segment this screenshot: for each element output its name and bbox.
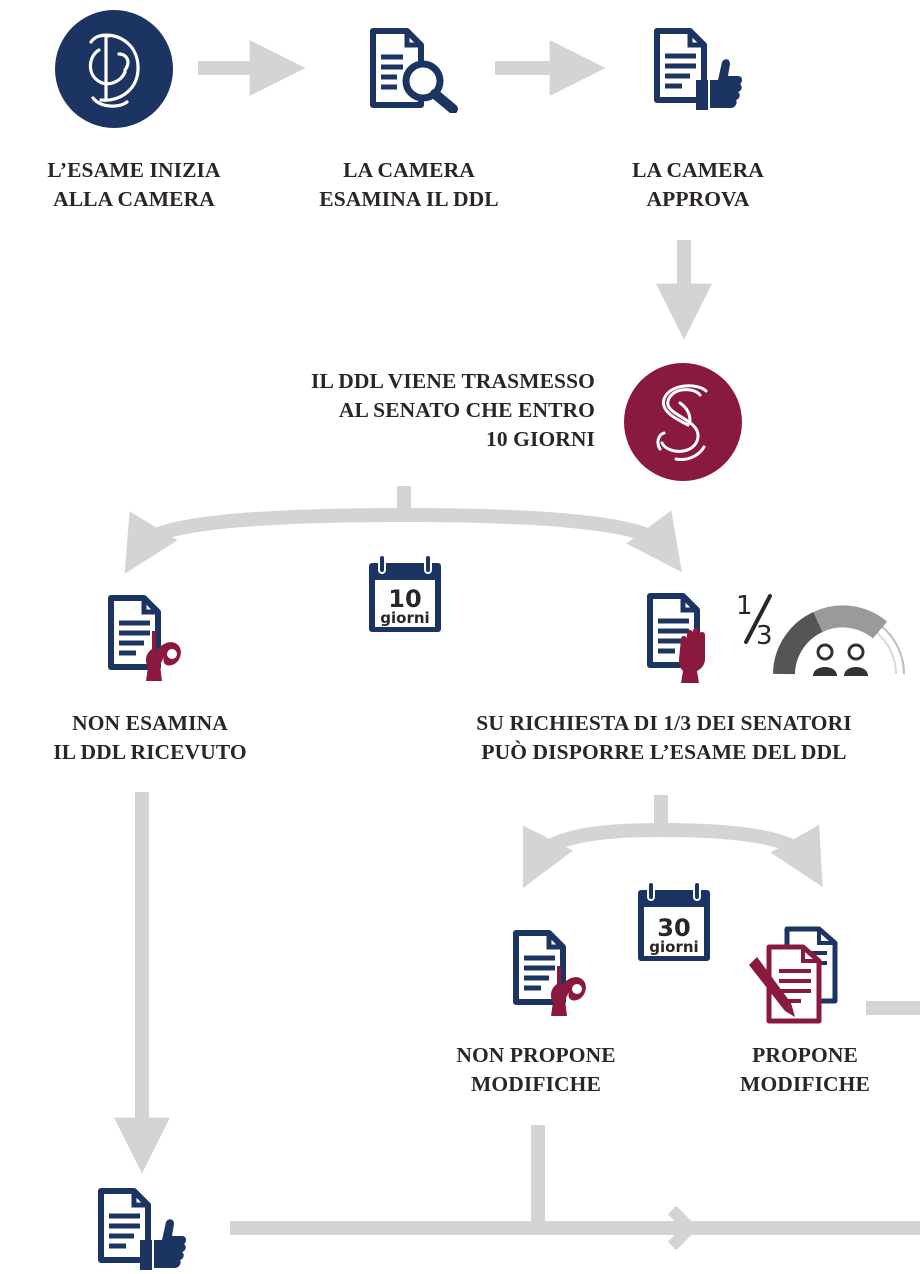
arrow-bottom-chevron bbox=[667, 1205, 696, 1251]
label-line: ALLA CAMERA bbox=[53, 187, 215, 211]
label-line: SU RICHIESTA DI 1/3 DEI SENATORI bbox=[476, 711, 852, 735]
senators-gauge-icon bbox=[773, 605, 905, 676]
label-no-changes: NON PROPONE MODIFICHE bbox=[456, 1041, 615, 1099]
label-line: ESAMINA IL DDL bbox=[319, 187, 499, 211]
label-line: L’ESAME INIZIA bbox=[47, 158, 221, 182]
fraction-numerator: 1 bbox=[736, 591, 753, 621]
document-edit-icon bbox=[749, 926, 838, 1024]
fraction-denominator: 3 bbox=[756, 621, 773, 651]
label-line: IL DDL RICEVUTO bbox=[53, 740, 247, 764]
label-start: L’ESAME INIZIA ALLA CAMERA bbox=[47, 156, 220, 214]
label-line: MODIFICHE bbox=[740, 1072, 870, 1096]
label-examines: LA CAMERA ESAMINA IL DDL bbox=[319, 156, 498, 214]
document-ok-hand-icon bbox=[513, 930, 586, 1016]
document-stop-hand-icon bbox=[647, 593, 705, 683]
arrow-branch-left-2 bbox=[522, 823, 662, 889]
label-line: MODIFICHE bbox=[471, 1072, 601, 1096]
label-not-examine: NON ESAMINA IL DDL RICEVUTO bbox=[53, 709, 246, 767]
fraction-one-third: 1 3 bbox=[736, 591, 773, 651]
arrow-branch-left-1 bbox=[124, 508, 405, 574]
label-line: 10 GIORNI bbox=[485, 427, 595, 451]
calendar-unit: giorni bbox=[380, 609, 429, 627]
calendar-unit: giorni bbox=[649, 938, 698, 956]
label-line: NON ESAMINA bbox=[72, 711, 228, 735]
label-line: PUÒ DISPORRE L’ESAME DEL DDL bbox=[481, 740, 847, 764]
label-line: AL SENATO CHE ENTRO bbox=[338, 398, 595, 422]
label-line: IL DDL VIENE TRASMESSO bbox=[311, 369, 595, 393]
label-line: PROPONE bbox=[752, 1043, 858, 1067]
senato-logo-icon bbox=[624, 363, 742, 481]
label-changes: PROPONE MODIFICHE bbox=[740, 1041, 870, 1099]
label-line: LA CAMERA bbox=[632, 158, 764, 182]
document-thumbs-up-icon bbox=[654, 28, 743, 110]
label-line: LA CAMERA bbox=[343, 158, 475, 182]
document-thumbs-up-icon bbox=[98, 1188, 187, 1270]
label-request: SU RICHIESTA DI 1/3 DEI SENATORI PUÒ DIS… bbox=[476, 709, 851, 767]
document-search-icon bbox=[370, 28, 458, 113]
label-line: APPROVA bbox=[646, 187, 750, 211]
arrow-branch-right-2 bbox=[660, 823, 823, 888]
camera-logo-icon bbox=[55, 10, 173, 128]
arrow-branch-right-1 bbox=[403, 508, 682, 573]
label-approves: LA CAMERA APPROVA bbox=[632, 156, 764, 214]
document-ok-hand-icon bbox=[108, 595, 181, 681]
calendar-icon-10: 10 giorni bbox=[369, 554, 441, 632]
calendar-number: 30 bbox=[657, 914, 690, 942]
label-line: NON PROPONE bbox=[456, 1043, 616, 1067]
calendar-icon-30: 30 giorni bbox=[638, 881, 710, 961]
label-transmit: IL DDL VIENE TRASMESSO AL SENATO CHE ENT… bbox=[311, 367, 595, 454]
calendar-number: 10 bbox=[388, 585, 421, 613]
